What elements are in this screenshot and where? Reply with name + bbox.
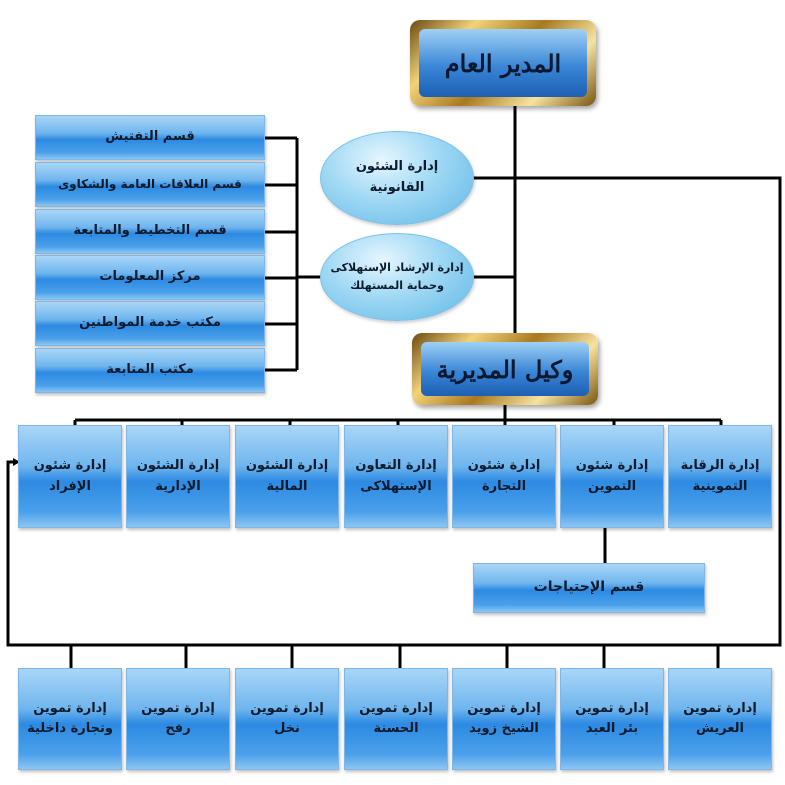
department-box[interactable]: إدارة الرقابة التموينية	[668, 425, 772, 528]
dept-line2: التجارة	[481, 478, 527, 494]
dept-line1: إدارة شئون	[575, 458, 649, 474]
general-director-label: المدير العام	[419, 29, 587, 97]
needs-section-box[interactable]: قسم الإحتياجات	[473, 563, 705, 613]
branch-line2: العريش	[695, 721, 745, 736]
unit-line1: إدارة الشئون	[355, 159, 439, 175]
side-section-planning[interactable]: قسم التخطيط والمتابعة	[35, 209, 265, 254]
general-director-box[interactable]: المدير العام	[410, 20, 596, 106]
department-box[interactable]: إدارة شئون التموين	[560, 425, 664, 528]
branch-line1: إدارة تموين	[141, 700, 215, 716]
unit-line1: إدارة الإرشاد الإستهلاكى	[330, 261, 464, 275]
deputy-director-label: وكيل المديرية	[421, 342, 589, 396]
dept-line2: الإستهلاكى	[360, 478, 432, 494]
side-section-inspection[interactable]: قسم التفتيش	[35, 115, 265, 160]
department-box[interactable]: إدارة التعاون الإستهلاكى	[344, 425, 448, 528]
branch-box[interactable]: إدارة تموين بئر العبد	[560, 668, 664, 770]
legal-affairs-unit[interactable]: إدارة الشئون القانونية	[320, 131, 474, 225]
branch-line2: وتجارة داخلية	[27, 721, 113, 736]
dept-line2: الإدارية	[155, 478, 201, 494]
branch-box[interactable]: إدارة تموين رفح	[126, 668, 230, 770]
branch-box[interactable]: إدارة تموين الشيخ زويد	[452, 668, 556, 770]
side-section-information-center[interactable]: مركز المعلومات	[35, 255, 265, 300]
dept-line1: إدارة الشئون	[245, 458, 329, 474]
unit-line2: وحماية المستهلك	[350, 279, 444, 292]
branch-line1: إدارة تموين	[359, 700, 433, 716]
branch-box[interactable]: إدارة تموين وتجارة داخلية	[18, 668, 122, 770]
branch-line2: بئر العبد	[585, 721, 639, 736]
side-section-citizen-service[interactable]: مكتب خدمة المواطنين	[35, 301, 265, 346]
dept-line1: إدارة شئون	[33, 458, 107, 474]
department-box[interactable]: إدارة الشئون المالية	[235, 425, 339, 528]
department-box[interactable]: إدارة الشئون الإدارية	[126, 425, 230, 528]
unit-line2: القانونية	[369, 180, 425, 195]
branch-line1: إدارة تموين	[250, 700, 324, 716]
branch-box[interactable]: إدارة تموين نخل	[235, 668, 339, 770]
dept-line1: إدارة الرقابة	[680, 458, 760, 474]
side-section-public-relations[interactable]: قسم العلاقات العامة والشكاوى	[35, 162, 265, 207]
dept-line2: التموينية	[692, 478, 748, 494]
branch-line1: إدارة تموين	[467, 700, 541, 716]
branch-line2: الحسنة	[373, 721, 419, 736]
dept-line1: إدارة شئون	[467, 458, 541, 474]
dept-line2: الإفراد	[49, 478, 91, 494]
dept-line2: التموين	[587, 478, 637, 494]
branch-line2: الشيخ زويد	[469, 721, 539, 736]
dept-line1: إدارة التعاون	[355, 458, 437, 474]
deputy-director-box[interactable]: وكيل المديرية	[412, 333, 598, 405]
branch-line1: إدارة تموين	[33, 700, 107, 716]
branch-line2: رفح	[165, 721, 191, 736]
branch-line2: نخل	[274, 721, 300, 736]
dept-line1: إدارة الشئون	[136, 458, 220, 474]
department-box[interactable]: إدارة شئون الإفراد	[18, 425, 122, 528]
branch-line1: إدارة تموين	[683, 700, 757, 716]
side-section-follow-up[interactable]: مكتب المتابعة	[35, 348, 265, 393]
branch-line1: إدارة تموين	[575, 700, 649, 716]
branch-box[interactable]: إدارة تموين الحسنة	[344, 668, 448, 770]
dept-line2: المالية	[266, 478, 308, 494]
consumer-guidance-unit[interactable]: إدارة الإرشاد الإستهلاكى وحماية المستهلك	[320, 233, 474, 321]
department-box[interactable]: إدارة شئون التجارة	[452, 425, 556, 528]
branch-box[interactable]: إدارة تموين العريش	[668, 668, 772, 770]
